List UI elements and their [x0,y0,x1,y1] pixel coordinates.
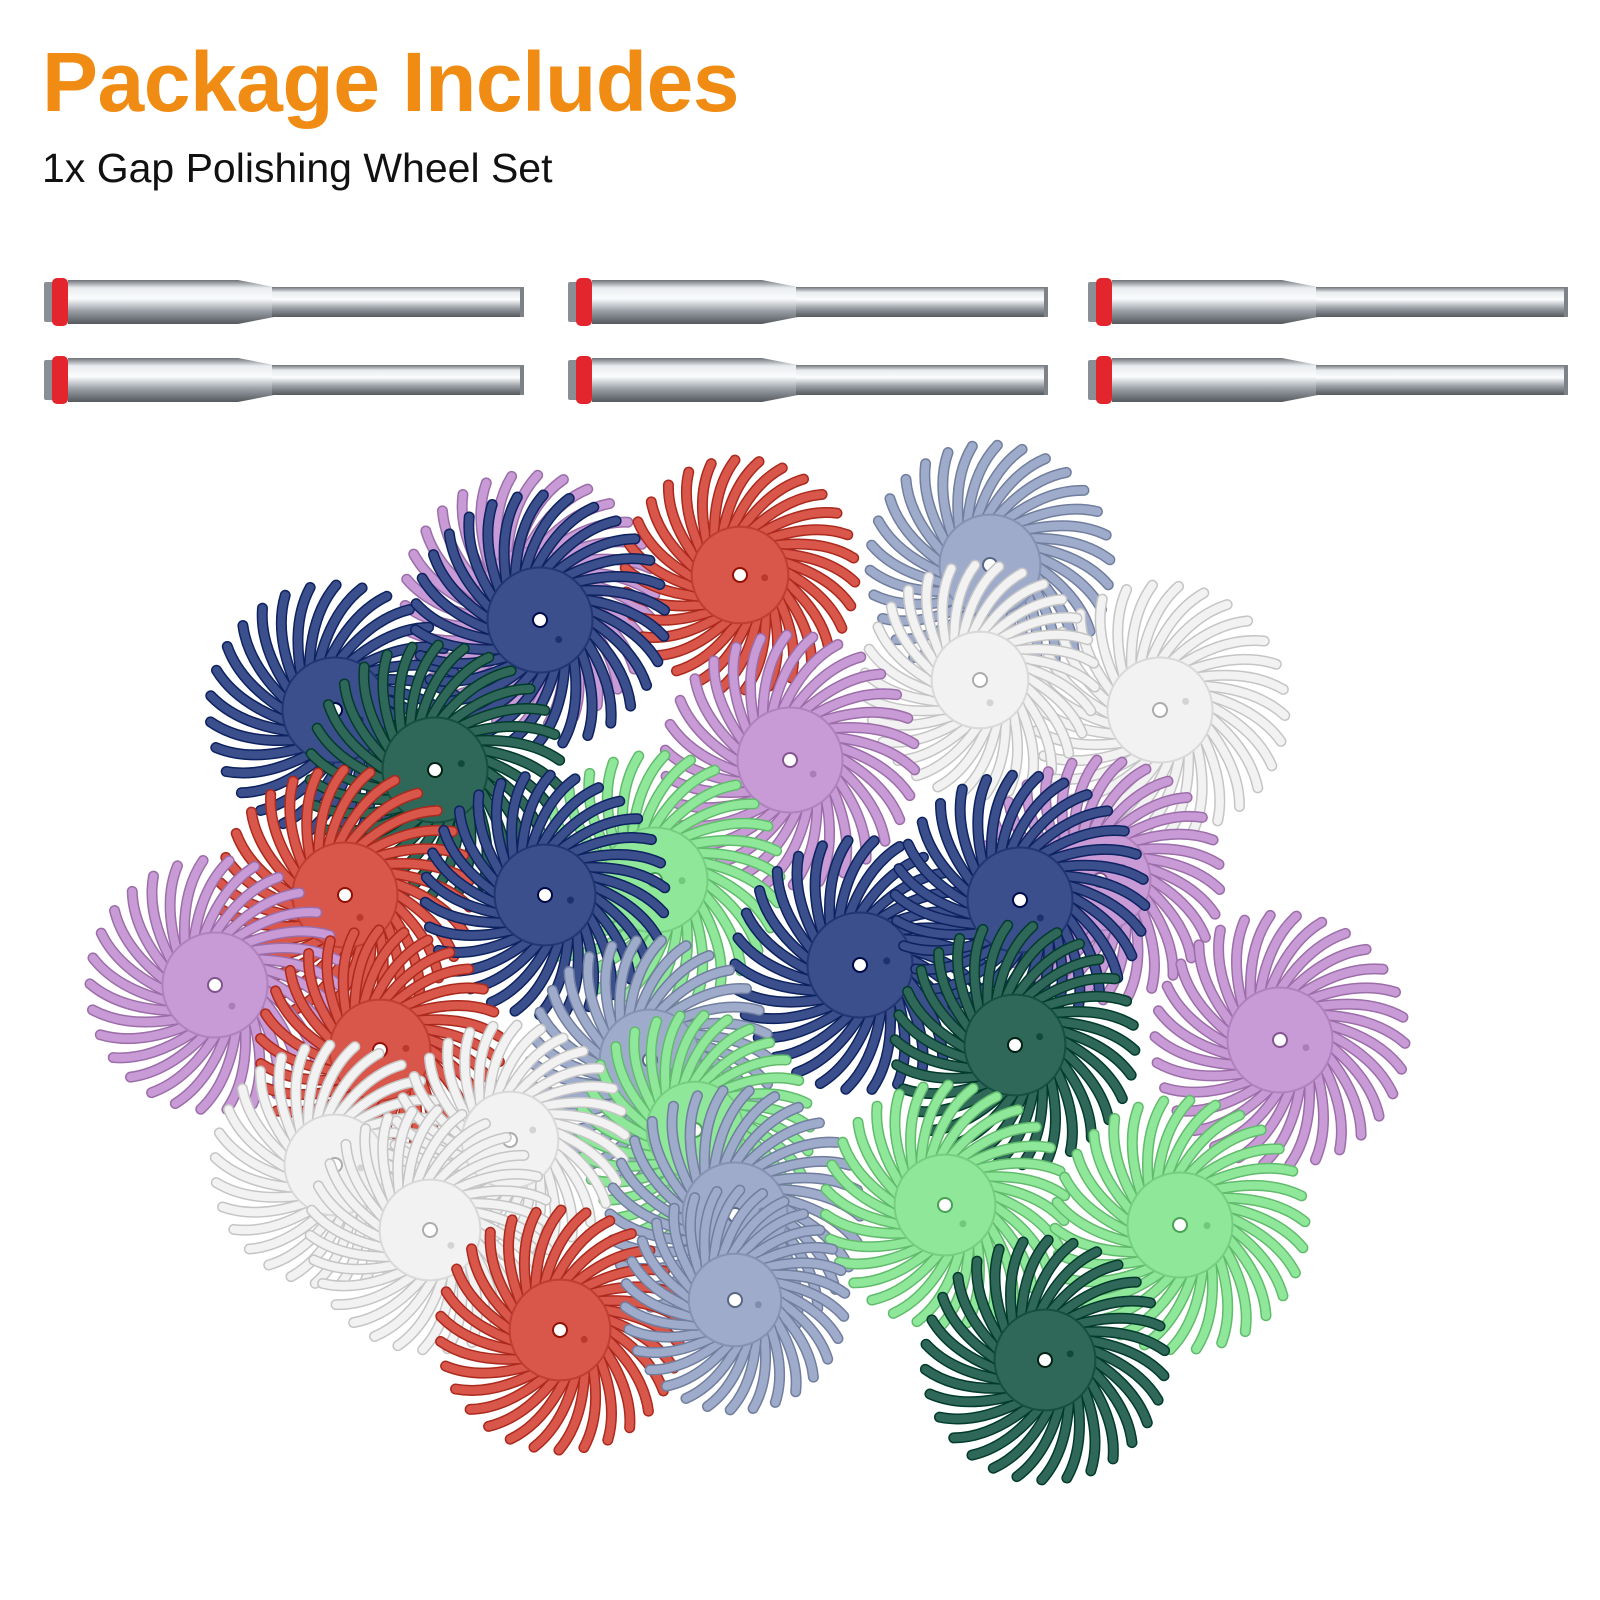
polishing-wheel [1149,909,1411,1171]
mandrel-shank [44,278,524,326]
mandrel-shank [1088,278,1568,326]
polishing-wheel [919,1234,1171,1486]
wheel-group [84,439,1411,1486]
polishing-wheel [859,559,1101,801]
mandrel-shank [568,356,1048,404]
polishing-wheel [84,855,346,1115]
page-title: Package Includes [42,35,740,129]
mandrel-shank [44,356,524,404]
mandrel-shank [1088,356,1568,404]
mandrel-group [44,278,1568,404]
package-contents-text: 1x Gap Polishing Wheel Set [42,145,553,191]
mandrel-shank [568,278,1048,326]
polishing-wheel [619,1184,851,1416]
polishing-wheel [864,439,1116,691]
